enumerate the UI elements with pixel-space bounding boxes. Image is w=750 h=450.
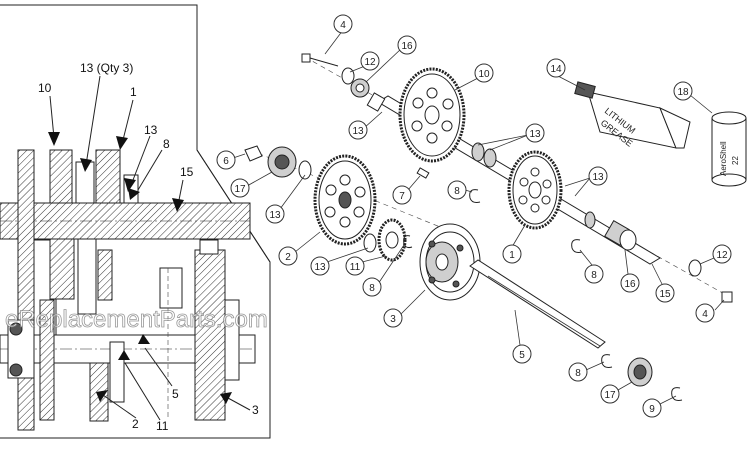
svg-text:17: 17 bbox=[234, 184, 246, 195]
detail-label-8: 8 bbox=[163, 137, 170, 151]
callout-4-top: 4 bbox=[324, 14, 353, 55]
svg-text:2: 2 bbox=[285, 252, 291, 263]
svg-text:9: 9 bbox=[649, 404, 655, 415]
callout-13-d: 13 bbox=[265, 174, 306, 224]
callout-13-a: 13 bbox=[348, 111, 383, 140]
bolt-top bbox=[301, 53, 339, 67]
callout-8-d: 8 bbox=[568, 361, 605, 382]
svg-text:8: 8 bbox=[591, 270, 597, 281]
callout-13-e: 13 bbox=[310, 247, 369, 276]
svg-text:3: 3 bbox=[390, 314, 396, 325]
callout-16-top: 16 bbox=[365, 35, 417, 83]
watermark-text: eReplacementParts.com bbox=[5, 306, 268, 333]
svg-text:13: 13 bbox=[592, 172, 604, 183]
svg-text:1: 1 bbox=[509, 250, 515, 261]
callout-5: 5 bbox=[512, 309, 532, 364]
callout-9: 9 bbox=[642, 395, 677, 418]
svg-text:15: 15 bbox=[659, 289, 671, 300]
svg-text:8: 8 bbox=[575, 368, 581, 379]
svg-text:17: 17 bbox=[604, 390, 616, 401]
callout-bubbles: 4 16 12 10 14 18 13 bbox=[216, 14, 732, 418]
detail-label-1: 1 bbox=[130, 85, 137, 99]
callout-13-b: 13 bbox=[477, 123, 545, 151]
callout-7: 7 bbox=[392, 175, 421, 205]
gear-10 bbox=[398, 67, 466, 163]
section-detail-view: 10 13 (Qty 3) 1 13 8 15 2 11 5 3 bbox=[0, 4, 271, 439]
svg-text:11: 11 bbox=[350, 262, 361, 273]
gear-11 bbox=[377, 218, 407, 262]
svg-text:5: 5 bbox=[519, 350, 525, 361]
jar-label-line1: AeroShell bbox=[719, 141, 728, 176]
callout-3: 3 bbox=[383, 289, 426, 328]
detail-label-13: 13 bbox=[144, 123, 158, 137]
detail-label-10: 10 bbox=[38, 81, 52, 95]
nut-6 bbox=[244, 145, 263, 162]
callout-1: 1 bbox=[502, 224, 526, 264]
callout-8-b: 8 bbox=[362, 244, 405, 297]
lower-shaft bbox=[469, 259, 606, 349]
callout-12-top: 12 bbox=[349, 51, 380, 73]
svg-text:8: 8 bbox=[369, 283, 375, 294]
callout-18: 18 bbox=[673, 81, 713, 114]
svg-text:13: 13 bbox=[529, 129, 541, 140]
callout-6: 6 bbox=[216, 150, 246, 170]
callout-15: 15 bbox=[651, 263, 675, 303]
detail-leaders bbox=[48, 75, 251, 421]
svg-text:12: 12 bbox=[364, 57, 376, 68]
svg-text:13: 13 bbox=[314, 262, 326, 273]
jar-label-line2: 22 bbox=[731, 156, 740, 165]
svg-text:16: 16 bbox=[401, 41, 413, 52]
callout-8-a: 8 bbox=[447, 180, 473, 200]
callout-8-c: 8 bbox=[579, 249, 604, 284]
svg-text:18: 18 bbox=[677, 87, 689, 98]
callout-13-c: 13 bbox=[564, 166, 608, 197]
gear-1 bbox=[507, 150, 563, 230]
callout-16-b: 16 bbox=[620, 249, 640, 293]
grease-jar: AeroShell 22 bbox=[711, 111, 747, 187]
svg-text:14: 14 bbox=[550, 64, 562, 75]
exploded-parts: LITHIUM GREASE AeroShell 22 bbox=[244, 53, 747, 401]
callout-12-b: 12 bbox=[699, 244, 732, 265]
svg-text:16: 16 bbox=[624, 279, 636, 290]
callout-17-b: 17 bbox=[600, 381, 633, 404]
callout-10: 10 bbox=[454, 63, 494, 91]
callout-14: 14 bbox=[546, 58, 586, 91]
svg-text:4: 4 bbox=[702, 309, 708, 320]
svg-text:12: 12 bbox=[716, 250, 728, 261]
detail-label-15: 15 bbox=[180, 165, 194, 179]
detail-label-11: 11 bbox=[156, 419, 169, 433]
detail-label-3: 3 bbox=[252, 403, 259, 417]
svg-text:10: 10 bbox=[478, 69, 490, 80]
callout-2: 2 bbox=[278, 231, 321, 266]
svg-text:4: 4 bbox=[340, 20, 346, 31]
svg-text:8: 8 bbox=[454, 186, 460, 197]
detail-label-13-qty3: 13 (Qty 3) bbox=[80, 61, 133, 75]
gear-2 bbox=[313, 154, 377, 246]
svg-text:13: 13 bbox=[269, 210, 281, 221]
svg-text:6: 6 bbox=[223, 156, 229, 167]
svg-text:7: 7 bbox=[399, 191, 405, 202]
callout-11: 11 bbox=[345, 255, 387, 276]
callout-17-a: 17 bbox=[230, 171, 273, 198]
pulley-3 bbox=[419, 223, 481, 301]
detail-label-2: 2 bbox=[132, 417, 139, 431]
callout-4-b: 4 bbox=[695, 299, 725, 323]
detail-label-5: 5 bbox=[172, 387, 179, 401]
svg-text:13: 13 bbox=[352, 126, 364, 137]
grease-tube: LITHIUM GREASE bbox=[574, 81, 691, 149]
